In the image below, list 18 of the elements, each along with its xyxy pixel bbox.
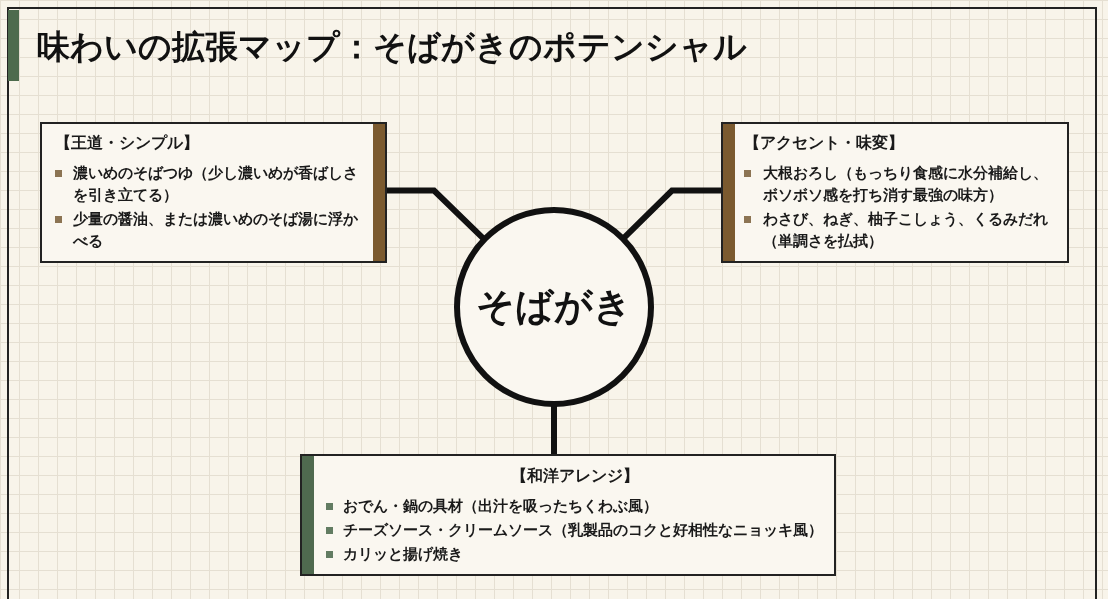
list-item-text: チーズソース・クリームソース（乳製品のコクと好相性なニョッキ風）	[343, 521, 824, 540]
list-item-text: 少量の醤油、または濃いめのそば湯に浮かべる	[73, 210, 359, 251]
list-item-text: わさび、ねぎ、柚子こしょう、くるみだれ（単調さを払拭）	[763, 210, 1049, 251]
list-item-text: おでん・鍋の具材（出汁を吸ったちくわぶ風）	[343, 497, 659, 516]
category-box	[721, 122, 1069, 263]
list-item-text: カリッと揚げ焼き	[343, 545, 464, 564]
connector-line	[551, 406, 557, 454]
connector-line	[387, 187, 486, 241]
category-box	[40, 122, 387, 263]
box-heading: 【アクセント・味変】	[744, 133, 905, 154]
list-item-text: 大根おろし（もっちり食感に水分補給し、ボソボソ感を打ち消す最強の味方）	[763, 164, 1049, 205]
center-label: そばがき	[476, 284, 632, 330]
list-item-text: 濃いめのそばつゆ（少し濃いめが香ばしさを引き立てる）	[73, 164, 359, 205]
connector-line	[622, 187, 721, 240]
box-heading: 【和洋アレンジ】	[510, 466, 640, 487]
diagram-title: 味わいの拡張マップ：そばがきのポテンシャル	[37, 28, 747, 67]
box-heading: 【王道・シンプル】	[55, 133, 200, 154]
category-box	[300, 454, 836, 576]
